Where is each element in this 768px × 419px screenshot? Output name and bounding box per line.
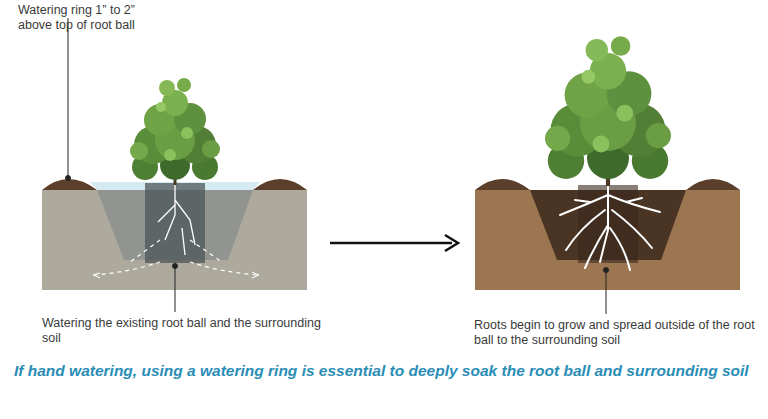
leader-lines [66, 18, 609, 314]
callout-label: Roots begin to grow and spread outside o… [474, 318, 764, 348]
rooted-cross-section [475, 36, 740, 290]
transition-arrow [330, 235, 458, 251]
watering-cross-section [42, 78, 307, 290]
callout-label: Watering the existing root ball and the … [42, 316, 322, 346]
figure-caption: If hand watering, using a watering ring … [14, 361, 759, 380]
callout-label: Watering ring 1” to 2” above top of root… [18, 3, 168, 33]
